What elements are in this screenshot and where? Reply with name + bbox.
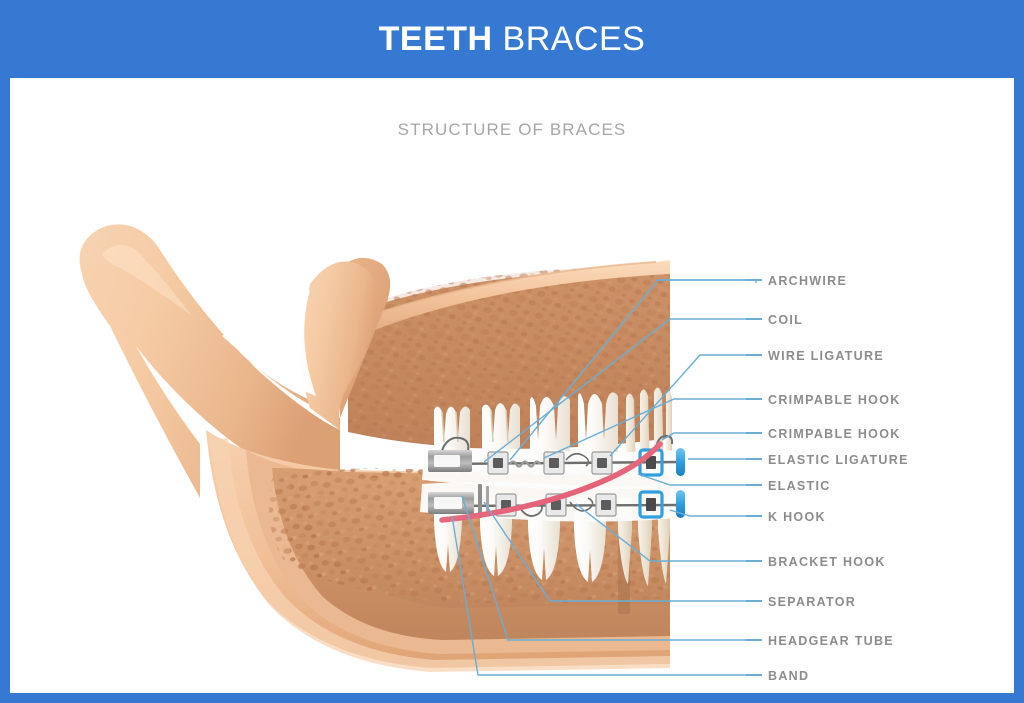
band-upper bbox=[676, 448, 685, 476]
bracket-lower-3 bbox=[595, 493, 617, 517]
headgear-tube-upper bbox=[428, 436, 472, 472]
callout-label-elastic[interactable]: ELASTIC bbox=[768, 479, 831, 493]
figure-subtitle: STRUCTURE OF BRACES bbox=[397, 120, 627, 139]
label-ticks bbox=[746, 279, 762, 676]
callout-label-crimpable-hook-1[interactable]: CRIMPABLE HOOK bbox=[768, 393, 901, 407]
callout-label-coil[interactable]: COIL bbox=[768, 313, 804, 327]
page-title-bold: TEETH bbox=[378, 19, 493, 58]
bracket-lower-4-elastic-ligature bbox=[638, 490, 664, 519]
coil-spring-upper bbox=[509, 460, 541, 468]
callout-label-crimpable-hook-2[interactable]: CRIMPABLE HOOK bbox=[768, 427, 901, 441]
callout-label-separator[interactable]: SEPARATOR bbox=[768, 595, 857, 609]
callout-label-elastic-ligature[interactable]: ELASTIC LIGATURE bbox=[768, 453, 909, 467]
callout-label-k-hook[interactable]: K HOOK bbox=[768, 510, 826, 524]
page-title: TEETH BRACES bbox=[379, 20, 646, 59]
wire-ligature-upper bbox=[565, 452, 590, 467]
figure-canvas: STRUCTURE OF BRACES bbox=[10, 78, 1014, 693]
crimpable-hook-upper bbox=[655, 434, 674, 449]
callout-label-band[interactable]: BAND bbox=[768, 669, 810, 683]
callout-label-headgear-tube[interactable]: HEADGEAR TUBE bbox=[768, 634, 894, 648]
page-header: TEETH BRACES bbox=[0, 0, 1024, 78]
anatomy-illustration bbox=[10, 78, 1014, 693]
elastic-band-diagonal bbox=[439, 441, 663, 523]
callout-label-list: ARCHWIRE COIL WIRE LIGATURE CRIMPABLE HO… bbox=[10, 78, 1014, 693]
leader-lines bbox=[451, 279, 757, 676]
bracket-upper-3 bbox=[591, 451, 613, 475]
callout-label-archwire[interactable]: ARCHWIRE bbox=[768, 274, 848, 288]
bracket-hook-lower bbox=[569, 497, 594, 512]
mandible-ramus bbox=[79, 224, 391, 498]
callout-label-wire-ligature[interactable]: WIRE LIGATURE bbox=[768, 349, 884, 363]
k-hook-lower bbox=[519, 501, 543, 517]
bracket-upper-2 bbox=[543, 451, 565, 475]
page-title-light: BRACES bbox=[492, 19, 646, 58]
band-lower bbox=[676, 490, 685, 518]
callout-label-bracket-hook[interactable]: BRACKET HOOK bbox=[768, 555, 886, 569]
